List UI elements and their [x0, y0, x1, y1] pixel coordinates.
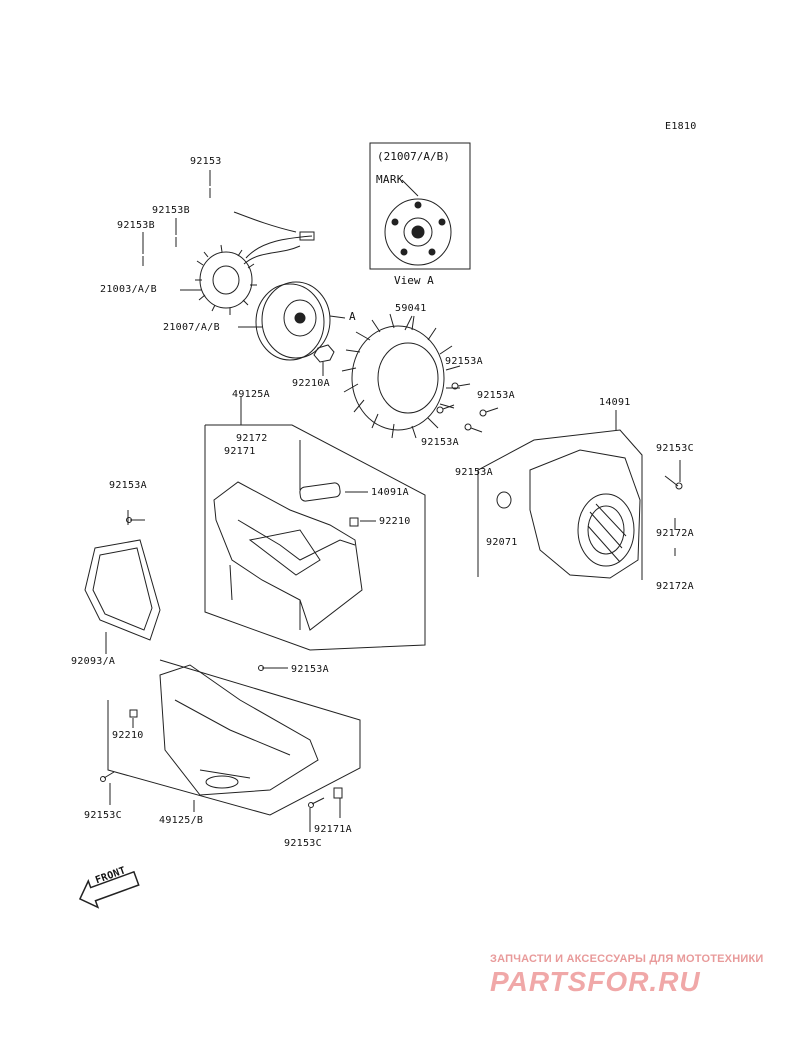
part-label: 92153A	[291, 664, 329, 675]
part-label: 21003/A/B	[100, 284, 157, 295]
part-label: 92153A	[421, 437, 459, 448]
part-label: 92210A	[292, 378, 330, 389]
part-label: 92210	[379, 516, 411, 527]
stator-coil	[195, 211, 315, 315]
part-label: 92171	[224, 446, 256, 457]
nut-92210a	[313, 344, 335, 363]
leader-lines	[105, 170, 681, 832]
part-label: 49125/B	[159, 815, 204, 826]
part-label: 92153A	[109, 480, 147, 491]
front-arrow	[78, 870, 140, 909]
part-label: 92153B	[117, 220, 155, 231]
part-label: 92153C	[84, 810, 122, 821]
part-label: 92172A	[656, 528, 694, 539]
shroud-a	[213, 440, 363, 631]
mark-label: MARK	[376, 173, 404, 186]
view-a-frame	[369, 142, 471, 270]
view-a-caption: View A	[394, 274, 434, 287]
part-label: 21007/A/B	[163, 322, 220, 333]
shroud-b	[159, 664, 319, 796]
part-label: 92171A	[314, 824, 352, 835]
bolts	[100, 188, 683, 808]
watermark-brand: PARTSFOR.RU	[490, 966, 701, 997]
part-label: 14091A	[371, 487, 409, 498]
part-label: 92093/A	[71, 656, 116, 667]
part-label: 92153A	[477, 390, 515, 401]
callout-a: A	[349, 310, 356, 323]
cooling-fan	[341, 313, 461, 439]
shroud-b-frame	[107, 659, 361, 816]
fan-cover	[529, 449, 641, 579]
flywheel	[255, 281, 346, 361]
fan-cover-frame	[477, 429, 643, 580]
part-label: 92153A	[445, 356, 483, 367]
gasket	[84, 539, 161, 641]
part-label: 14091	[599, 397, 631, 408]
part-label: 92172	[236, 433, 268, 444]
diagram-code: E1810	[665, 121, 697, 132]
shroud-a-frame	[204, 424, 426, 651]
fan-screws	[436, 382, 499, 433]
part-label: 92210	[112, 730, 144, 741]
part-label: 92153	[190, 156, 222, 167]
view-a-part-ref: (21007/A/B)	[377, 150, 450, 163]
part-label: 92153B	[152, 205, 190, 216]
part-label: 92153C	[656, 443, 694, 454]
part-label: 49125A	[232, 389, 270, 400]
part-label: 92153C	[284, 838, 322, 849]
part-label: 59041	[395, 303, 427, 314]
watermark-tagline: ЗАПЧАСТИ И АКСЕССУАРЫ ДЛЯ МОТОТЕХНИКИ	[490, 953, 764, 965]
flywheel-view-a	[384, 179, 452, 266]
part-label: 92153A	[455, 467, 493, 478]
seal-92071	[496, 491, 512, 509]
part-label: 92071	[486, 537, 518, 548]
part-label: 92172A	[656, 581, 694, 592]
